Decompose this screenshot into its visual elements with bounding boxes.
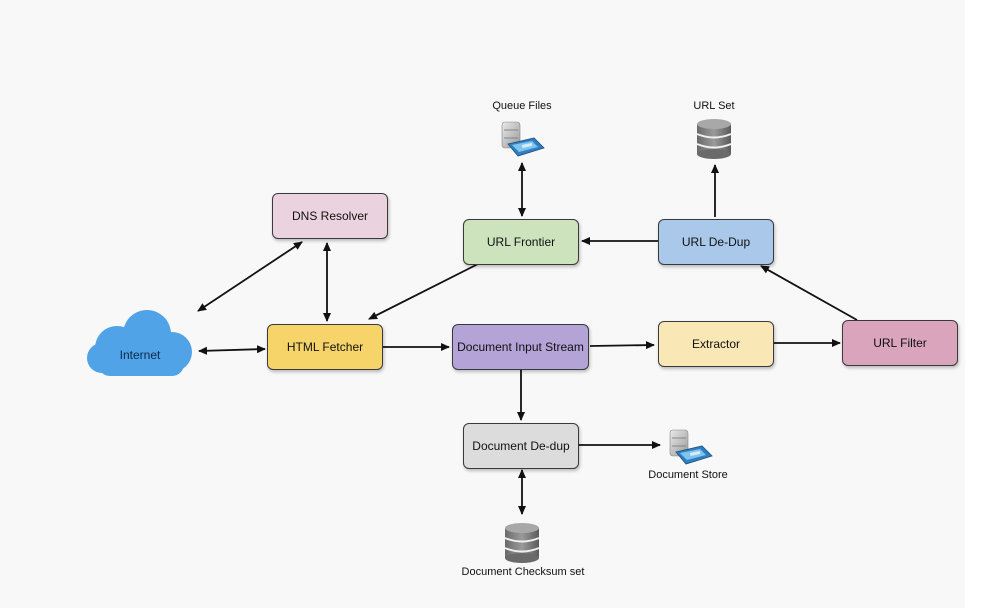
url-dedup-label: URL De-Dup [681,235,751,249]
document-store-label: Document Store [648,469,728,481]
document-dedup-node[interactable]: Document De-dup [463,423,579,469]
queue-files-label: Queue Files [492,100,552,112]
document-dedup-label: Document De-dup [472,439,570,453]
html-fetcher-label: HTML Fetcher [286,340,364,354]
server-storage-icon [501,121,545,157]
document-input-stream-label: Document Input Stream [457,340,584,354]
document-input-stream-node[interactable]: Document Input Stream [452,324,589,370]
diagram-canvas: Internet DNS Resolver URL Frontier URL D… [87,100,958,578]
internet-label: Internet [119,348,161,362]
server-storage-icon [669,429,713,465]
url-filter-label: URL Filter [873,336,927,350]
extractor-label: Extractor [691,337,740,351]
url-frontier-label: URL Frontier [486,235,556,249]
dns-resolver-node[interactable]: DNS Resolver [272,193,388,239]
cloud-icon [87,310,192,376]
arrow-filter-dedup [760,265,858,321]
url-frontier-node[interactable]: URL Frontier [463,219,579,265]
url-filter-node[interactable]: URL Filter [842,320,958,366]
database-icon [696,119,732,159]
arrow-internet-dns [197,241,303,312]
html-fetcher-node[interactable]: HTML Fetcher [267,324,383,370]
arrow-stream-extractor [589,341,655,350]
extractor-node[interactable]: Extractor [658,321,774,367]
dns-resolver-label: DNS Resolver [291,209,369,223]
database-icon [504,523,540,563]
arrow-frontier-fetcher [368,263,479,320]
connectors-layer [87,119,858,563]
url-dedup-node[interactable]: URL De-Dup [658,219,774,265]
url-set-label: URL Set [693,100,735,112]
arrow-internet-fetcher [198,345,266,355]
document-checksum-set-label: Document Checksum set [461,566,585,578]
